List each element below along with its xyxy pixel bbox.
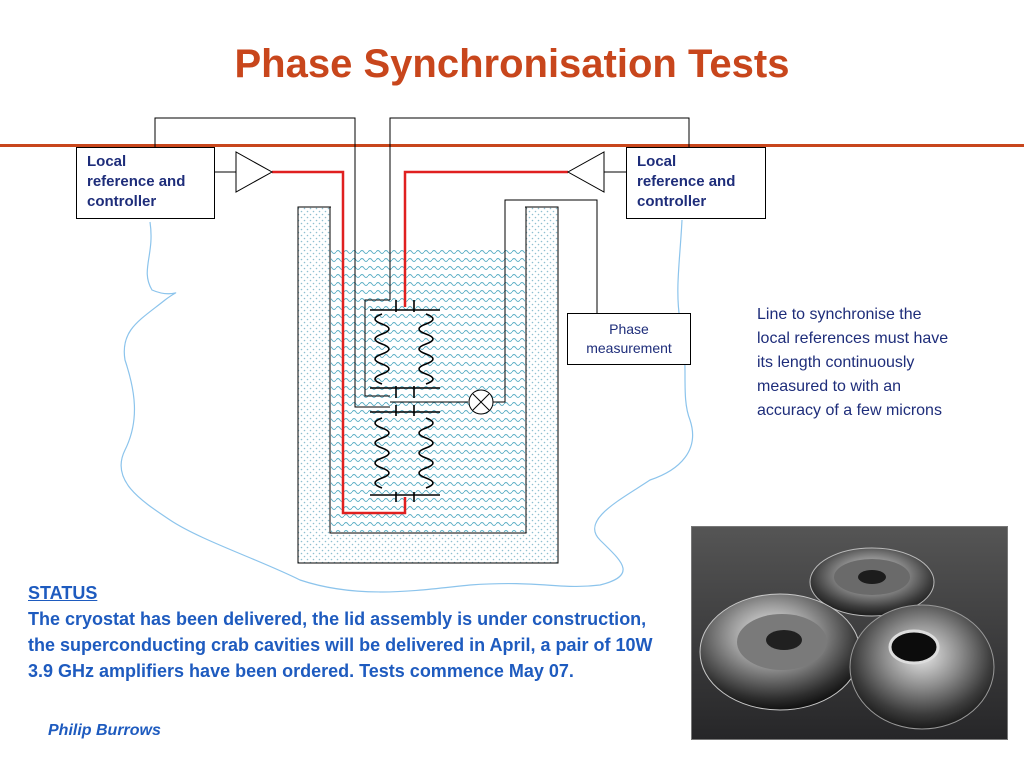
helium-bath bbox=[331, 247, 525, 532]
phase-measurement-box: Phase measurement bbox=[567, 313, 691, 365]
cavity-cups-photo bbox=[691, 526, 1008, 740]
status-heading: STATUS bbox=[28, 583, 98, 603]
phase-box-line-2: measurement bbox=[586, 340, 672, 356]
local-reference-right-box: Local reference and controller bbox=[626, 147, 766, 219]
right-box-line-2: reference and bbox=[637, 173, 736, 190]
slide-title: Phase Synchronisation Tests bbox=[234, 42, 790, 86]
left-box-line-3: controller bbox=[87, 193, 157, 210]
wiring-lines bbox=[154, 117, 690, 408]
local-reference-left-box: Local reference and controller bbox=[76, 147, 215, 219]
amplifier-left-icon bbox=[235, 151, 274, 193]
cavity-cups-image bbox=[692, 527, 1007, 739]
crab-cavities bbox=[370, 300, 440, 502]
synchronisation-note: Line to synchronise the local references… bbox=[757, 306, 949, 419]
amplifier-right-icon bbox=[566, 151, 605, 193]
author-name: Philip Burrows bbox=[48, 722, 161, 739]
left-box-line-2: reference and bbox=[87, 173, 186, 190]
title-divider bbox=[0, 144, 1024, 147]
status-section: STATUS The cryostat has been delivered, … bbox=[28, 580, 668, 684]
left-box-line-1: Local bbox=[87, 153, 127, 170]
phase-box-line-1: Phase bbox=[609, 321, 649, 337]
right-box-line-3: controller bbox=[637, 193, 707, 210]
phase-mixer-icon bbox=[468, 389, 494, 415]
status-text: The cryostat has been delivered, the lid… bbox=[28, 609, 653, 681]
right-box-line-1: Local bbox=[637, 153, 677, 170]
rf-signal-lines bbox=[272, 170, 568, 515]
synchronisation-fibre-line bbox=[120, 219, 694, 593]
